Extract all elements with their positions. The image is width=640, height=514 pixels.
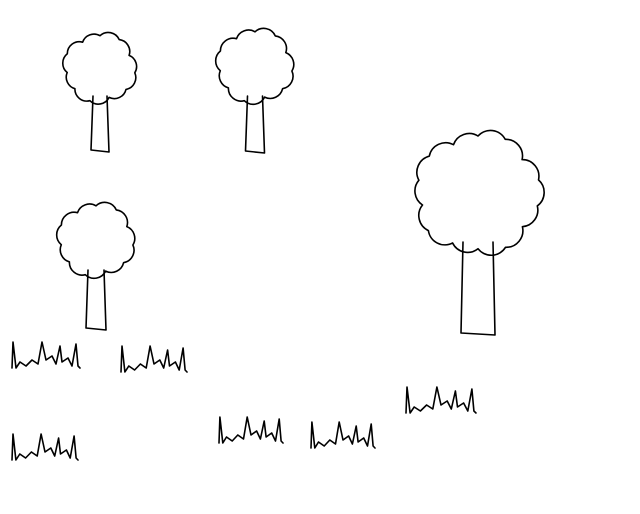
grass-center	[218, 416, 284, 444]
tree-crown	[414, 129, 545, 257]
tree-crown	[61, 31, 138, 105]
tree-top-left	[61, 31, 138, 153]
grass-left-lower	[11, 433, 79, 461]
tree-middle-left	[55, 201, 136, 331]
tree-trunk	[244, 95, 266, 154]
grass-center-left	[120, 345, 188, 373]
grass-center-right	[310, 421, 376, 449]
tree-trunk	[85, 269, 107, 331]
tree-large-right	[414, 129, 545, 336]
trees	[55, 27, 545, 336]
tree-crown	[214, 27, 295, 106]
grass-right	[405, 386, 477, 414]
tree-crown	[55, 201, 136, 280]
tree-trunk	[460, 241, 496, 336]
grass-tufts	[11, 341, 477, 461]
grass-left-upper	[11, 341, 81, 369]
tree-top-middle	[214, 27, 295, 154]
tree-trunk	[90, 95, 110, 153]
